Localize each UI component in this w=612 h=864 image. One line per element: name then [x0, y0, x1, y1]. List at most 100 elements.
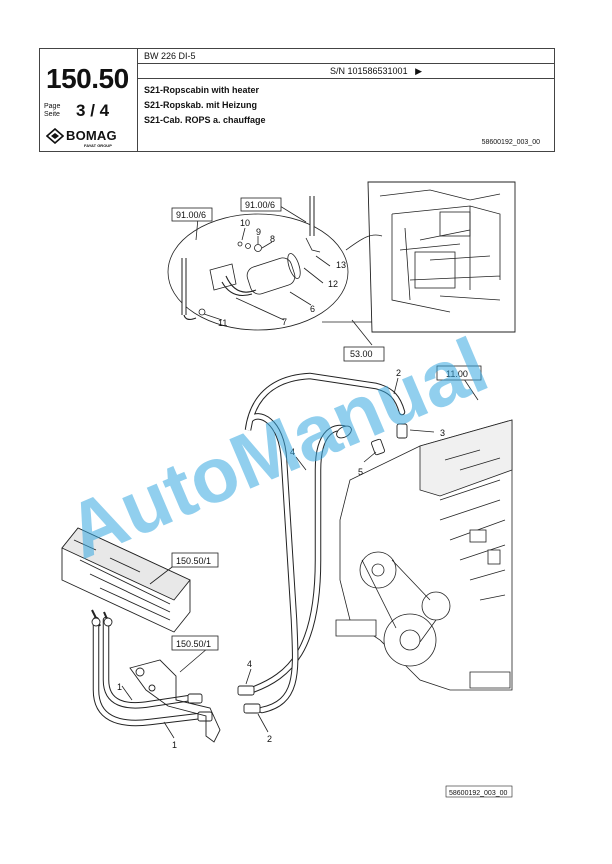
part-number: 10 — [240, 218, 250, 228]
engine-head — [419, 419, 513, 497]
page-fraction: 3 / 4 — [76, 101, 109, 121]
divider — [137, 78, 555, 79]
drawing-reference: 58600192_003_00 — [481, 139, 540, 146]
engine-pulley-hub — [371, 563, 385, 577]
engine-belt — [361, 559, 437, 643]
elbow-fitting-2 — [336, 425, 352, 439]
engine-mount — [335, 619, 377, 637]
heater-hose-1b — [102, 616, 194, 709]
part-number: 9 — [256, 227, 261, 237]
heater-hose-4 — [249, 425, 351, 693]
title-block: 150.50 Page Seite 3 / 4 BOMAG FAYAT GROU… — [39, 48, 555, 152]
part-number: 7 — [282, 317, 287, 327]
part-number: 13 — [336, 260, 346, 270]
hose-91-left-bend — [183, 314, 197, 321]
hose-coupling — [187, 693, 203, 704]
cabin-panel — [414, 251, 456, 289]
part-number: 6 — [310, 304, 315, 314]
engine-mount — [469, 671, 511, 689]
part-number: 4 — [247, 659, 252, 669]
heater-box-top — [61, 527, 191, 601]
ref-box — [240, 197, 282, 212]
part-number: 1 — [172, 740, 177, 750]
title-de: S21-Ropskab. mit Heizung — [144, 100, 258, 110]
page-total: 4 — [99, 101, 110, 120]
ref-box — [171, 635, 219, 651]
ref-label: 91.00/6 — [245, 200, 275, 210]
ref-label: 150.50/1 — [176, 556, 211, 566]
page-label-en: Page — [44, 103, 61, 110]
page-separator: / — [90, 101, 95, 120]
ref-label: 91.00/6 — [176, 210, 206, 220]
part-number: 1 — [117, 682, 122, 692]
page-current: 3 — [76, 101, 86, 120]
part-number: 11 — [218, 318, 227, 328]
detail-oval — [167, 213, 349, 331]
ref-box — [171, 207, 213, 222]
cabin-inset-frame — [367, 181, 516, 333]
page-label: Page Seite — [44, 103, 60, 119]
logo-subtitle: FAYAT GROUP — [84, 143, 112, 148]
part-number: 8 — [270, 234, 275, 244]
part-number: 12 — [328, 279, 338, 289]
bolt-10 — [237, 241, 243, 247]
engine-sensor — [469, 529, 487, 543]
serial-arrow-icon[interactable]: ▶ — [415, 66, 423, 76]
leader — [203, 227, 331, 321]
nut-11 — [198, 308, 206, 316]
bomag-logo: BOMAG FAYAT GROUP — [46, 127, 132, 149]
part-number: 2 — [267, 734, 272, 744]
leader — [121, 377, 435, 739]
cabin-structure — [379, 189, 501, 313]
ref-label: 11.00 — [446, 369, 468, 379]
hose-clamp — [91, 617, 101, 627]
bolt — [148, 684, 156, 692]
engine-pulley-hub — [399, 629, 421, 651]
part-number: 4 — [290, 447, 295, 457]
valve-clamp — [221, 275, 257, 297]
part-number: 5 — [358, 467, 363, 477]
heater-hose-2-main — [245, 373, 405, 713]
valve-bracket-lower — [129, 659, 221, 743]
heater-valve-body — [246, 257, 296, 295]
title-fr: S21-Cab. ROPS a. chauffage — [144, 115, 266, 125]
valve-bracket — [209, 263, 237, 291]
engine-block — [339, 419, 513, 691]
fitting-5 — [371, 438, 385, 456]
heater-hose-1 — [93, 617, 203, 726]
part-number: 3 — [440, 428, 445, 438]
engine-sensor — [487, 549, 501, 565]
heater-box-detail — [73, 539, 171, 621]
title-en: S21-Ropscabin with heater — [144, 85, 260, 95]
cabin-panel — [439, 211, 471, 237]
serial-text: S/N 101586531001 — [330, 66, 408, 76]
footer-ref: 58600192_003_00 — [449, 790, 508, 797]
valve-end — [287, 253, 301, 279]
ref-box — [171, 552, 219, 568]
heater-hose-1b — [103, 617, 193, 708]
part-number: 2 — [396, 368, 401, 378]
hose-coupling — [243, 703, 261, 714]
page-label-de: Seite — [44, 111, 60, 118]
page-number: 150.50 — [46, 63, 129, 94]
hose-coupling — [197, 711, 213, 722]
hose-clamp — [103, 617, 113, 627]
hose-coupling — [237, 685, 255, 696]
elbow-fitting — [305, 237, 321, 253]
washer-9 — [245, 243, 251, 249]
nut-8 — [254, 244, 262, 252]
leader — [351, 319, 373, 346]
serial-number: S/N 101586531001 ▶ — [330, 66, 422, 77]
footer-ref-box — [445, 785, 513, 798]
bolt — [135, 667, 145, 677]
ref-box — [343, 346, 385, 362]
divider — [137, 49, 138, 151]
ref-label: 150.50/1 — [176, 639, 211, 649]
logo-wordmark: BOMAG — [66, 128, 117, 143]
ref-box — [436, 365, 482, 381]
ref-label: 53.00 — [350, 349, 373, 359]
fitting-3 — [396, 423, 408, 439]
model-name: BW 226 DI-5 — [144, 51, 196, 61]
detail-leader — [345, 234, 383, 251]
